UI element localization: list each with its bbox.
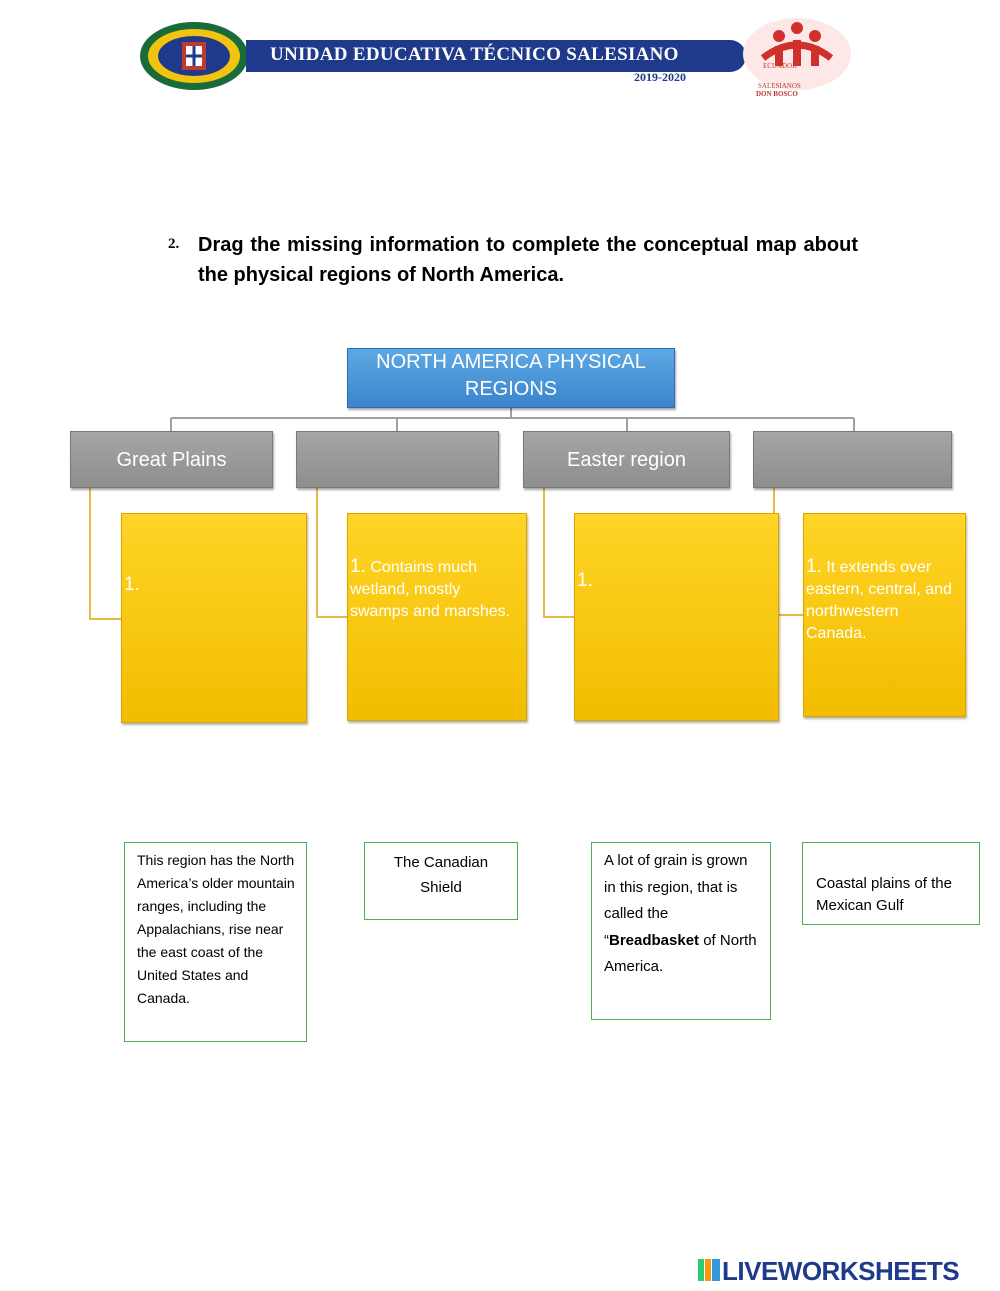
school-year: 2019-2020 bbox=[634, 70, 686, 84]
detail-number: 1. bbox=[124, 574, 140, 595]
logo-salesianos: SALESIANOS bbox=[758, 82, 801, 90]
option-coastal-plains[interactable]: Coastal plains of the Mexican Gulf bbox=[802, 842, 980, 925]
liveworksheets-icon bbox=[698, 1259, 720, 1281]
logo-country: ECUADOR bbox=[763, 62, 797, 70]
option-text-bold: Breadbasket bbox=[609, 931, 700, 949]
question-number: 2. bbox=[168, 236, 180, 252]
category-blank-2[interactable] bbox=[296, 431, 499, 488]
detail-text: Contains much wetland, mostly swamps and… bbox=[350, 559, 511, 620]
detail-box-3[interactable]: 1. bbox=[574, 513, 779, 721]
detail-number: 1. bbox=[806, 556, 822, 577]
option-text: This region has the North America’s olde… bbox=[137, 852, 295, 1006]
option-text: The Canadian Shield bbox=[393, 854, 489, 896]
question-text: Drag the missing information to complete… bbox=[198, 234, 858, 286]
detail-number: 1. bbox=[350, 556, 366, 577]
option-older-mountains[interactable]: This region has the North America’s olde… bbox=[124, 842, 307, 1042]
logo-don-bosco: DON BOSCO bbox=[756, 90, 798, 98]
detail-box-1[interactable]: 1. bbox=[121, 513, 307, 723]
detail-box-4[interactable]: 1. It extends over eastern, central, and… bbox=[803, 513, 966, 717]
school-name: UNIDAD EDUCATIVA TÉCNICO SALESIANO bbox=[270, 44, 679, 65]
detail-number: 1. bbox=[577, 570, 593, 591]
brand-name: LIVEWORKSHEETS bbox=[722, 1256, 960, 1286]
option-text-after: of North America. bbox=[604, 931, 757, 976]
category-great-plains[interactable]: Great Plains bbox=[70, 431, 273, 488]
salesianos-logo bbox=[743, 18, 851, 90]
option-canadian-shield[interactable]: The Canadian Shield bbox=[364, 842, 518, 920]
root-node: NORTH AMERICA PHYSICAL REGIONS bbox=[347, 348, 675, 408]
school-banner bbox=[246, 40, 746, 72]
school-crest-logo bbox=[140, 22, 248, 90]
option-text-before: A lot of grain is grown in this region, … bbox=[604, 852, 748, 949]
school-header: UNIDAD EDUCATIVA TÉCNICO SALESIANO 2019-… bbox=[138, 18, 853, 98]
option-text: Coastal plains of the Mexican Gulf bbox=[816, 875, 952, 914]
option-breadbasket[interactable]: A lot of grain is grown in this region, … bbox=[591, 842, 771, 1020]
category-blank-4[interactable] bbox=[753, 431, 952, 488]
category-easter-region[interactable]: Easter region bbox=[523, 431, 730, 488]
detail-box-2[interactable]: 1. Contains much wetland, mostly swamps … bbox=[347, 513, 527, 721]
detail-text: It extends over eastern, central, and no… bbox=[806, 559, 952, 642]
